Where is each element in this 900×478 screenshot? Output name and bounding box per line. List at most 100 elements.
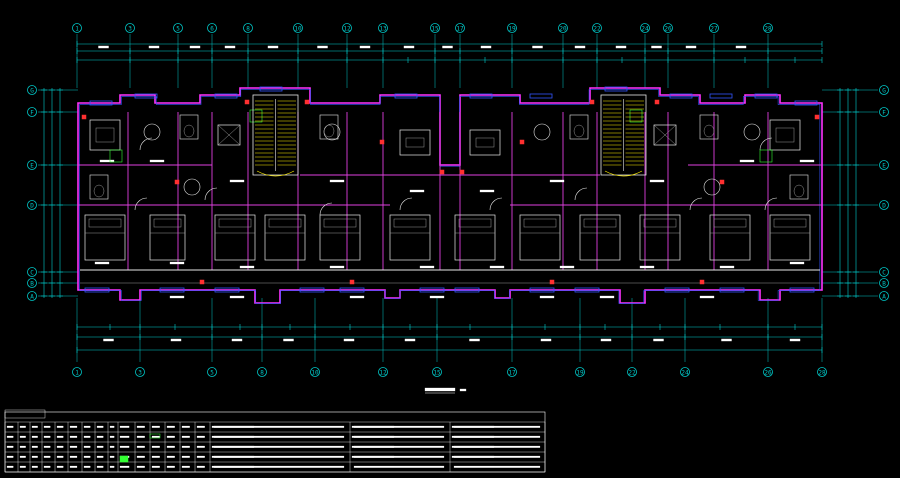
room-label <box>169 261 185 265</box>
axis-bubble-top-label: 20 <box>559 25 567 32</box>
toilet <box>573 124 585 138</box>
note-text-line <box>353 445 445 448</box>
dimension-numeral <box>231 338 243 342</box>
axis-bubble-bottom <box>310 367 320 377</box>
duct-shaft <box>629 109 643 123</box>
room-label <box>149 159 165 163</box>
exterior-wall-inner-face <box>79 89 821 304</box>
elevator-shaft <box>653 124 677 146</box>
axis-bubble-top <box>243 23 253 33</box>
bed <box>639 214 681 261</box>
note-text-line <box>213 425 345 428</box>
axis-bubble-bottom-label: 15 <box>433 369 441 376</box>
room-label <box>419 265 435 269</box>
bath-fixture <box>789 174 809 200</box>
title-block-cell-text <box>119 435 130 438</box>
title-block-cell-text <box>6 445 14 448</box>
note-text-line <box>213 455 345 458</box>
dimension-numeral <box>653 338 664 342</box>
window <box>669 93 693 99</box>
room-label <box>789 261 805 265</box>
axis-bubble-right-label: D <box>882 202 886 209</box>
axis-bubble-top-label: 6 <box>210 25 214 32</box>
axis-bubble-right <box>879 200 889 210</box>
door-swing <box>204 187 218 201</box>
axis-bubble-top <box>173 23 183 33</box>
title-block-cell-text <box>151 435 160 438</box>
title-block-cell-text <box>119 465 130 468</box>
title-block-cell-text <box>6 465 14 468</box>
axis-bubble-top <box>507 23 517 33</box>
stair-landing-arc <box>256 170 295 177</box>
elevator-shaft <box>217 124 241 146</box>
title-block-cell-text <box>56 425 64 428</box>
stair-core <box>252 94 299 176</box>
coffee-table <box>475 137 495 148</box>
title-block-cell-text <box>6 425 14 428</box>
title-block-cell-text <box>96 425 104 428</box>
sofa-set <box>89 119 121 151</box>
title-block-cell-text <box>43 455 51 458</box>
title-block-cell-text <box>109 445 115 448</box>
axis-bubble-right <box>879 107 889 117</box>
elevator-cross <box>653 124 677 146</box>
axis-bubble-top <box>640 23 650 33</box>
bath-fixture <box>89 174 109 200</box>
axis-bubble-bottom <box>817 367 827 377</box>
axis-bubble-left <box>27 85 37 95</box>
dimension-lines <box>41 41 859 353</box>
window <box>419 287 445 293</box>
axis-bubble-left <box>27 278 37 288</box>
bed <box>389 214 431 261</box>
dimension-numeral <box>343 338 355 342</box>
note-text-line <box>353 425 445 428</box>
building-walls <box>77 86 823 304</box>
window <box>794 100 818 106</box>
axis-bubble-top-label: 13 <box>379 25 387 32</box>
room-label <box>349 295 365 299</box>
axis-bubble-left <box>27 107 37 117</box>
door-swing <box>319 202 333 216</box>
structural-column <box>349 279 355 285</box>
title-block-cell-text <box>166 455 175 458</box>
title-block-cell-text <box>56 435 64 438</box>
axis-bubble-top <box>592 23 602 33</box>
title-block-cell-text <box>136 445 145 448</box>
bed <box>454 214 496 261</box>
axis-bubble-top <box>125 23 135 33</box>
bed-pillow <box>713 218 747 228</box>
bath-fixture <box>699 114 719 140</box>
title-block-cell-text <box>43 445 51 448</box>
dimension-numeral <box>615 45 627 49</box>
title-block-cell-text <box>136 465 145 468</box>
bed <box>579 214 621 261</box>
room-label <box>99 159 115 163</box>
structural-column <box>379 139 385 145</box>
coffee-table <box>405 137 425 148</box>
bed-pillow <box>643 218 677 228</box>
bed-pillow <box>773 218 807 228</box>
bath-fixture <box>569 114 589 140</box>
axis-bubble-bottom <box>72 367 82 377</box>
bed-pillow <box>583 218 617 228</box>
title-block-header <box>4 409 46 419</box>
title-block-cell-text <box>69 445 78 448</box>
bed-pillow <box>393 218 427 228</box>
title-block-cell-text <box>96 435 104 438</box>
drawing-title <box>424 387 467 394</box>
axis-bubble-right-label: C <box>882 269 886 276</box>
title-block-cell-text <box>181 425 190 428</box>
axis-bubble-bottom <box>627 367 637 377</box>
dimension-numeral <box>469 338 480 342</box>
room-label <box>169 295 185 299</box>
bed <box>709 214 751 261</box>
dimension-numeral <box>574 45 586 49</box>
title-block-table <box>4 409 546 473</box>
dimension-numeral <box>532 45 543 49</box>
plan-title-text <box>424 387 456 392</box>
title-block-cell-text <box>196 435 205 438</box>
axis-bubble-top-label: 19 <box>508 25 516 32</box>
room-label <box>549 179 565 183</box>
dining-table <box>703 178 721 196</box>
title-block-cell-text <box>196 425 205 428</box>
